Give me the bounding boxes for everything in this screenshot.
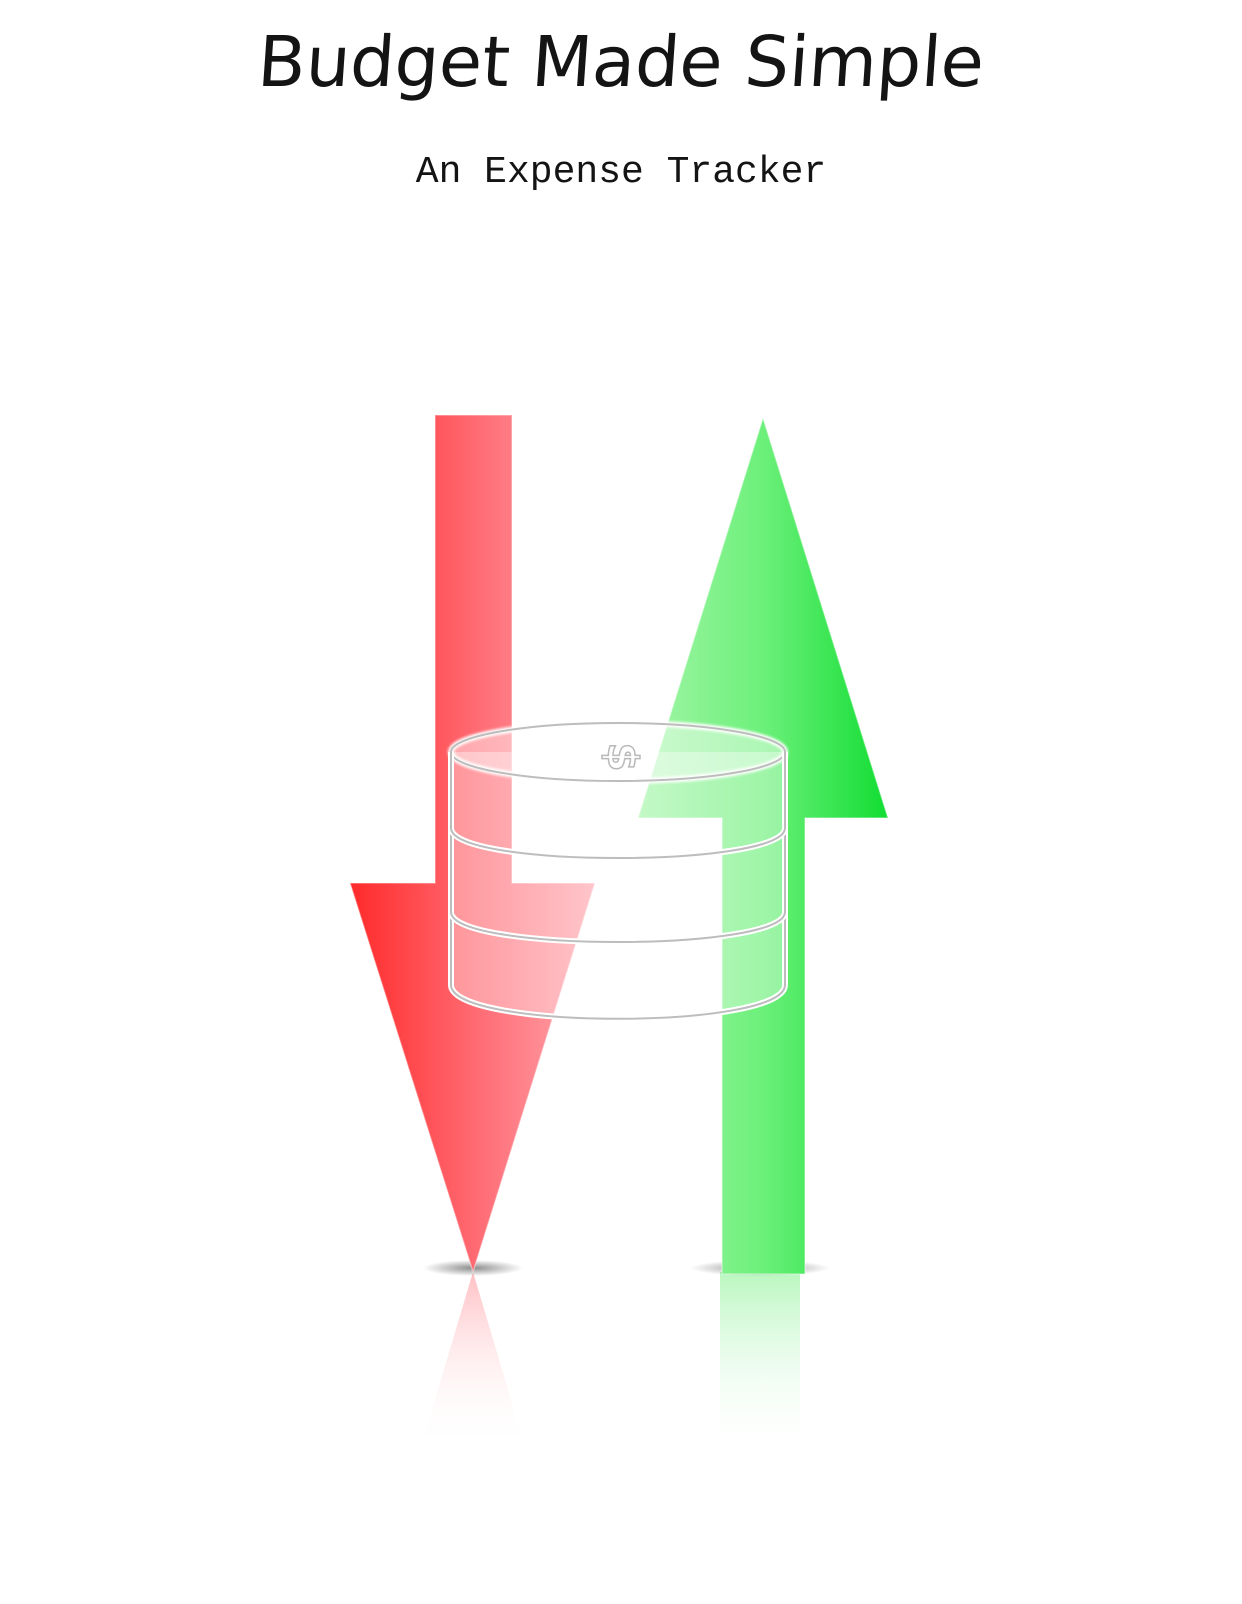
app-subtitle: An Expense Tracker: [415, 151, 827, 194]
dollar-icon: $: [598, 742, 647, 771]
arrow-reflections: [420, 1272, 800, 1462]
coin-stack-icon: [448, 720, 788, 1022]
